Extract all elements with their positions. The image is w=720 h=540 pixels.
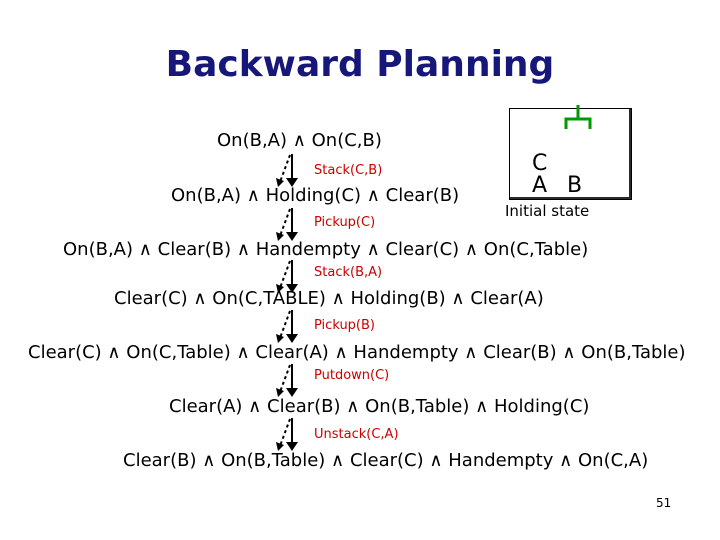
page-number: 51 <box>656 496 672 510</box>
initial-state-expression: Clear(B) ∧ On(B,Table) ∧ Clear(C) ∧ Hand… <box>123 450 649 471</box>
initial-state-label: Initial state <box>505 202 590 220</box>
state-6: Clear(A) ∧ Clear(B) ∧ On(B,Table) ∧ Hold… <box>169 396 590 417</box>
action-stack-c-b: Stack(C,B) <box>314 163 383 178</box>
state-3: On(B,A) ∧ Clear(B) ∧ Handempty ∧ Clear(C… <box>63 239 589 260</box>
action-stack-b-a: Stack(B,A) <box>314 265 383 280</box>
backward-arrow-icon <box>276 154 298 187</box>
backward-arrow-icon <box>276 208 298 241</box>
slide-title: Backward Planning <box>165 44 555 85</box>
state-2: On(B,A) ∧ Holding(C) ∧ Clear(B) <box>171 185 460 206</box>
action-unstack-c-a: Unstack(C,A) <box>314 427 399 442</box>
backward-arrow-icon <box>276 364 298 397</box>
backward-arrow-icon <box>276 260 298 293</box>
action-pickup-c: Pickup(C) <box>314 215 376 230</box>
action-putdown-c: Putdown(C) <box>314 368 390 383</box>
goal-state: On(B,A) ∧ On(C,B) <box>217 130 382 151</box>
block-a: A <box>532 173 548 198</box>
block-c: C <box>532 151 548 176</box>
gripper-icon <box>564 105 592 129</box>
action-pickup-b: Pickup(B) <box>314 318 375 333</box>
backward-arrow-icon <box>276 310 298 343</box>
backward-arrow-icon <box>276 418 298 451</box>
state-5: Clear(C) ∧ On(C,Table) ∧ Clear(A) ∧ Hand… <box>28 342 686 363</box>
state-4: Clear(C) ∧ On(C,TABLE) ∧ Holding(B) ∧ Cl… <box>114 288 544 309</box>
block-b: B <box>567 173 583 198</box>
initial-state-picture: C A B <box>509 105 632 200</box>
